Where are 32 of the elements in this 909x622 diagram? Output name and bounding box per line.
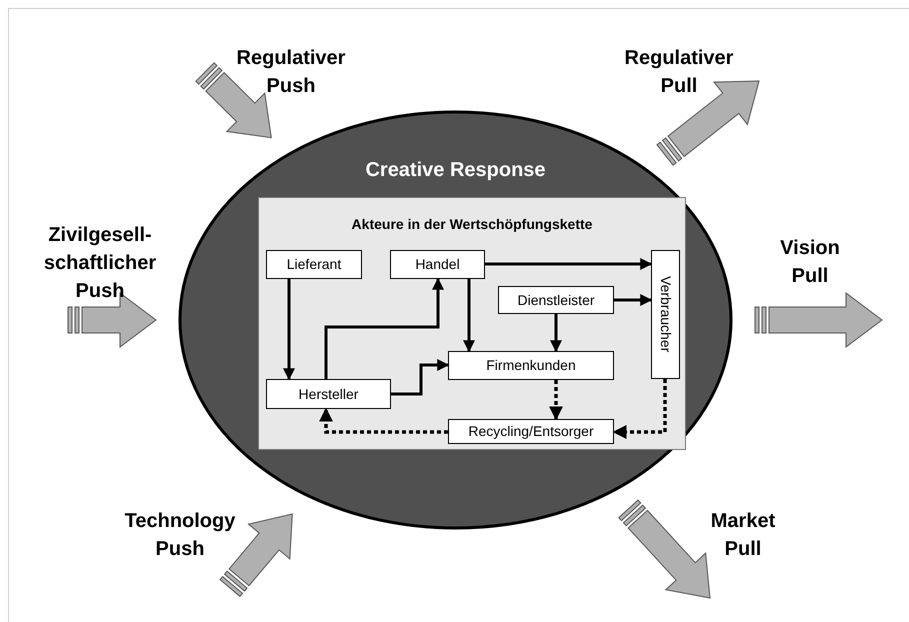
force-label: Technology Push <box>124 509 236 562</box>
panel-title: Akteure in der Wertschöpfungskette <box>352 215 592 234</box>
arrow <box>614 294 652 306</box>
arrow <box>324 278 444 379</box>
arrow <box>463 279 475 352</box>
arrow <box>391 359 450 396</box>
actor-box: Hersteller <box>266 379 391 409</box>
force-label: Zivilgesell- schaftlicher Push <box>42 223 158 304</box>
block-arrow <box>618 499 711 599</box>
actor-box: Lieferant <box>266 250 362 279</box>
arrow <box>283 279 295 380</box>
dashed-arrow <box>549 380 563 420</box>
actor-box: Firmenkunden <box>448 351 614 380</box>
actor-box: Dienstleister <box>498 286 614 314</box>
force-label: Regulativer Pull <box>624 46 734 99</box>
actor-box: Recycling/Entsorger <box>448 419 614 444</box>
block-arrow <box>754 292 883 348</box>
ellipse-title: Creative Response <box>365 158 546 183</box>
arrow <box>485 258 652 270</box>
dashed-arrow <box>319 408 448 434</box>
arrow <box>550 314 562 352</box>
force-label: Market Pull <box>710 509 776 562</box>
panel <box>258 197 686 450</box>
actor-box: Handel <box>390 250 485 279</box>
dashed-arrow <box>612 379 667 439</box>
block-arrow <box>68 292 157 348</box>
block-arrow <box>195 62 272 138</box>
block-arrow <box>219 513 293 598</box>
actor-box: Verbraucher <box>651 250 680 379</box>
force-label: Regulativer Push <box>236 46 346 99</box>
force-label: Vision Pull <box>779 236 841 289</box>
block-arrow <box>656 80 760 166</box>
